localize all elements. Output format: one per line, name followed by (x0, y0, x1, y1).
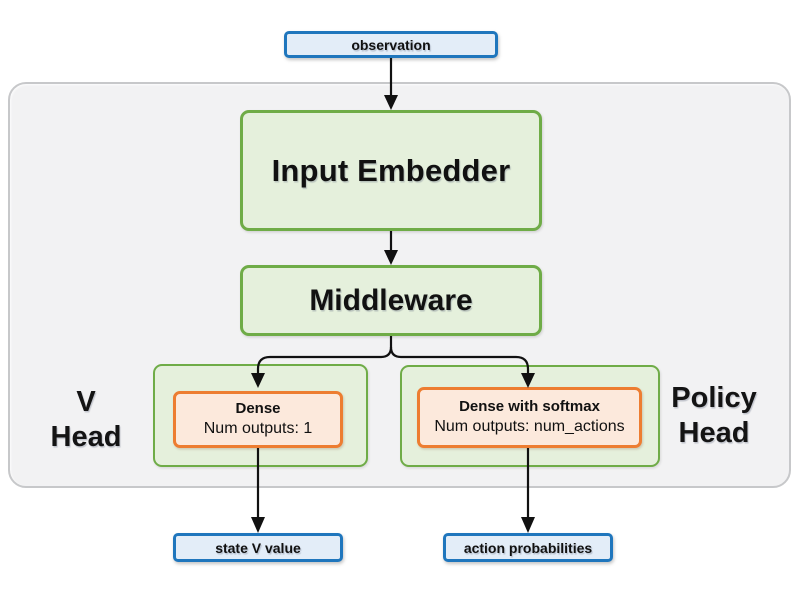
node-observation: observation (284, 31, 498, 58)
node-dense-v-outputs: Num outputs: 1 (203, 419, 313, 437)
policy-head-label-line1: Policy (671, 382, 757, 414)
node-input-embedder-label: Input Embedder (271, 152, 511, 188)
node-middleware: Middleware (240, 265, 542, 336)
v-head-label-line2: Head (50, 421, 122, 454)
node-state-v-value-label: state V value (215, 539, 301, 556)
v-head-label-line1: V (76, 386, 96, 418)
node-dense-softmax-outputs: Num outputs: num_actions (434, 417, 625, 435)
node-action-probabilities: action probabilities (443, 533, 613, 562)
v-head-label: V Head (31, 385, 141, 456)
policy-head-label: Policy Head (659, 381, 769, 452)
node-dense-v: Dense Num outputs: 1 (173, 391, 343, 448)
node-dense-softmax-title: Dense with softmax (459, 398, 600, 416)
node-observation-label: observation (351, 36, 431, 53)
node-input-embedder: Input Embedder (240, 110, 542, 231)
node-state-v-value: state V value (173, 533, 343, 562)
node-dense-softmax: Dense with softmax Num outputs: num_acti… (417, 387, 642, 448)
node-dense-v-title: Dense (235, 400, 281, 418)
node-middleware-label: Middleware (309, 283, 473, 317)
policy-head-label-line2: Head (678, 417, 750, 450)
node-action-probabilities-label: action probabilities (463, 539, 593, 556)
